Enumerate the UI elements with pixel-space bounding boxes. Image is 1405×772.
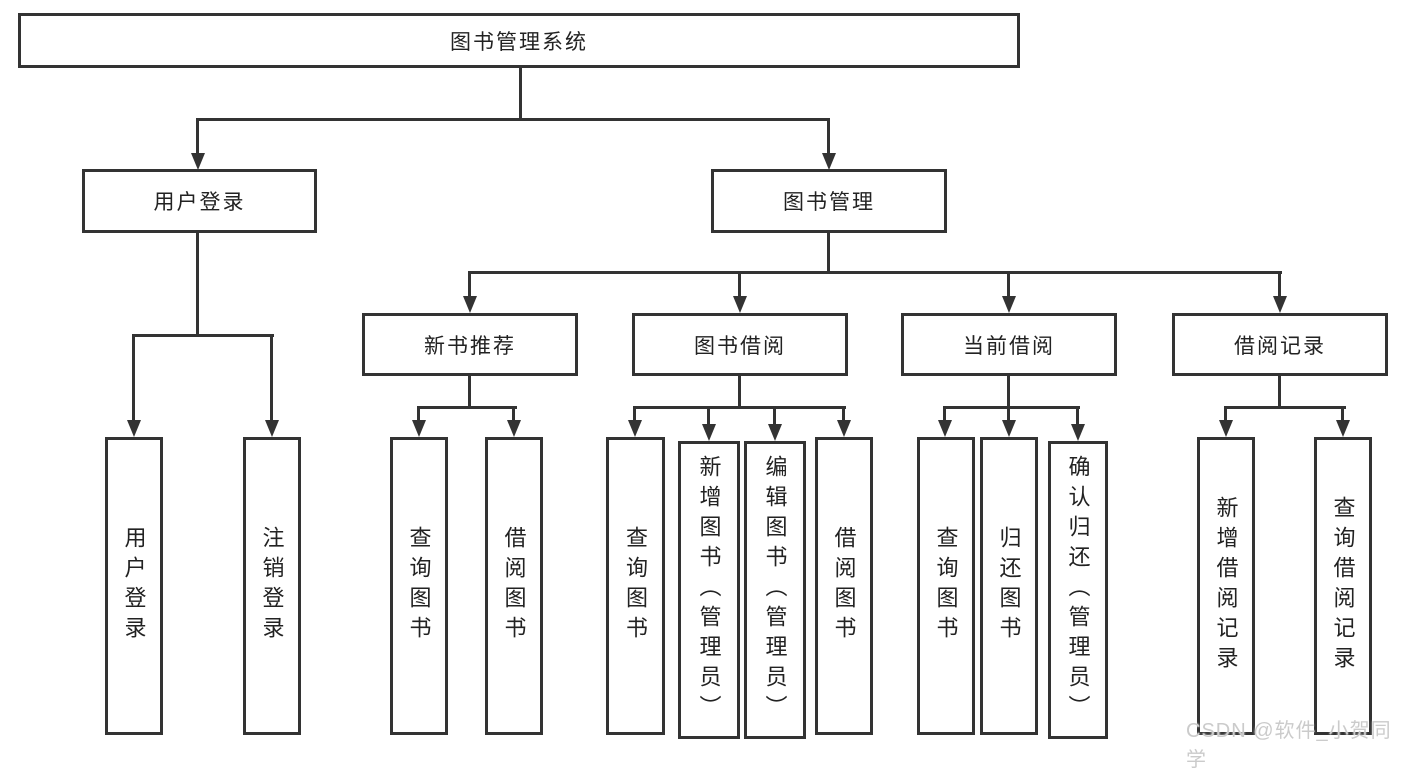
node-new-book-recommend: 新书推荐	[362, 313, 578, 376]
connector-line	[1278, 271, 1281, 299]
connector-line	[519, 66, 522, 120]
leaf-query-books-current: 查询图书	[917, 437, 975, 735]
arrow-down-icon	[768, 424, 782, 441]
connector-line	[1224, 406, 1346, 409]
leaf-borrow-books-borrowing: 借阅图书	[815, 437, 873, 735]
connector-line	[512, 406, 515, 422]
connector-line	[943, 406, 946, 422]
leaf-query-books-borrowing: 查询图书	[606, 437, 665, 735]
leaf-user-login: 用户登录	[105, 437, 163, 735]
connector-line	[196, 118, 199, 156]
arrow-down-icon	[463, 296, 477, 313]
node-root: 图书管理系统	[18, 13, 1020, 68]
leaf-user-login-label: 用户登录	[121, 526, 147, 646]
arrow-down-icon	[702, 424, 716, 441]
arrow-down-icon	[265, 420, 279, 437]
node-borrowing-records-label: 借阅记录	[1234, 334, 1326, 358]
connector-line	[132, 334, 274, 337]
connector-line	[132, 334, 135, 424]
node-book-borrowing: 图书借阅	[632, 313, 848, 376]
connector-line	[738, 374, 741, 408]
leaf-borrow-books-recommend: 借阅图书	[485, 437, 543, 735]
connector-line	[827, 231, 830, 273]
arrow-down-icon	[938, 420, 952, 437]
arrow-down-icon	[822, 153, 836, 170]
connector-line	[1007, 374, 1010, 408]
connector-line	[633, 406, 636, 422]
leaf-query-books-recommend-label: 查询图书	[406, 526, 432, 646]
connector-line	[1076, 406, 1079, 426]
leaf-edit-books-admin: 编辑图书（管理员）	[744, 441, 806, 739]
connector-line	[633, 406, 846, 409]
connector-line	[417, 406, 420, 422]
connector-line	[1278, 374, 1281, 408]
node-user-login-label: 用户登录	[153, 191, 246, 214]
leaf-add-borrow-record-label: 新增借阅记录	[1213, 496, 1239, 676]
connector-line	[707, 406, 710, 426]
node-root-label: 图书管理系统	[450, 30, 588, 54]
leaf-query-borrow-record: 查询借阅记录	[1314, 437, 1372, 735]
connector-line	[738, 271, 741, 299]
arrow-down-icon	[837, 420, 851, 437]
node-book-borrowing-label: 图书借阅	[694, 334, 786, 358]
connector-line	[468, 271, 1282, 274]
node-current-borrowing-label: 当前借阅	[963, 334, 1055, 358]
node-new-book-recommend-label: 新书推荐	[424, 334, 516, 358]
leaf-borrow-books-recommend-label: 借阅图书	[501, 526, 527, 646]
connector-line	[827, 118, 830, 156]
connector-line	[842, 406, 845, 422]
arrow-down-icon	[733, 296, 747, 313]
leaf-query-borrow-record-label: 查询借阅记录	[1330, 496, 1356, 676]
diagram-canvas: 图书管理系统 用户登录 图书管理 新书推荐 图书借阅 当前借阅 借阅记录 用户登…	[18, 13, 1391, 771]
node-current-borrowing: 当前借阅	[901, 313, 1117, 376]
connector-line	[417, 406, 517, 409]
leaf-query-books-recommend: 查询图书	[390, 437, 448, 735]
leaf-return-books: 归还图书	[980, 437, 1038, 735]
arrow-down-icon	[1273, 296, 1287, 313]
arrow-down-icon	[191, 153, 205, 170]
leaf-return-books-label: 归还图书	[996, 526, 1022, 646]
connector-line	[773, 406, 776, 426]
arrow-down-icon	[412, 420, 426, 437]
connector-line	[943, 406, 1080, 409]
node-borrowing-records: 借阅记录	[1172, 313, 1388, 376]
watermark: CSDN @软件_小贺同学	[1186, 720, 1392, 771]
leaf-confirm-return-admin: 确认归还（管理员）	[1048, 441, 1108, 739]
node-book-management-label: 图书管理	[783, 191, 875, 214]
connector-line	[1224, 406, 1227, 422]
connector-line	[468, 374, 471, 408]
connector-line	[468, 271, 471, 299]
arrow-down-icon	[127, 420, 141, 437]
connector-line	[1341, 406, 1344, 422]
leaf-confirm-return-admin-label: 确认归还（管理员）	[1065, 455, 1091, 725]
leaf-query-books-borrowing-label: 查询图书	[623, 526, 649, 646]
connector-line	[1007, 271, 1010, 299]
leaf-logout: 注销登录	[243, 437, 301, 735]
connector-line	[196, 118, 830, 121]
leaf-edit-books-admin-label: 编辑图书（管理员）	[762, 455, 788, 725]
arrow-down-icon	[1002, 420, 1016, 437]
connector-line	[1007, 406, 1010, 422]
arrow-down-icon	[628, 420, 642, 437]
leaf-query-books-current-label: 查询图书	[933, 526, 959, 646]
arrow-down-icon	[1002, 296, 1016, 313]
arrow-down-icon	[507, 420, 521, 437]
leaf-add-borrow-record: 新增借阅记录	[1197, 437, 1255, 735]
node-book-management: 图书管理	[711, 169, 947, 233]
connector-line	[196, 231, 199, 336]
node-user-login: 用户登录	[82, 169, 317, 233]
arrow-down-icon	[1336, 420, 1350, 437]
leaf-add-books-admin: 新增图书（管理员）	[678, 441, 740, 739]
arrow-down-icon	[1071, 424, 1085, 441]
connector-line	[270, 334, 273, 424]
arrow-down-icon	[1219, 420, 1233, 437]
leaf-add-books-admin-label: 新增图书（管理员）	[696, 455, 722, 725]
leaf-logout-label: 注销登录	[259, 526, 285, 646]
leaf-borrow-books-borrowing-label: 借阅图书	[831, 526, 857, 646]
